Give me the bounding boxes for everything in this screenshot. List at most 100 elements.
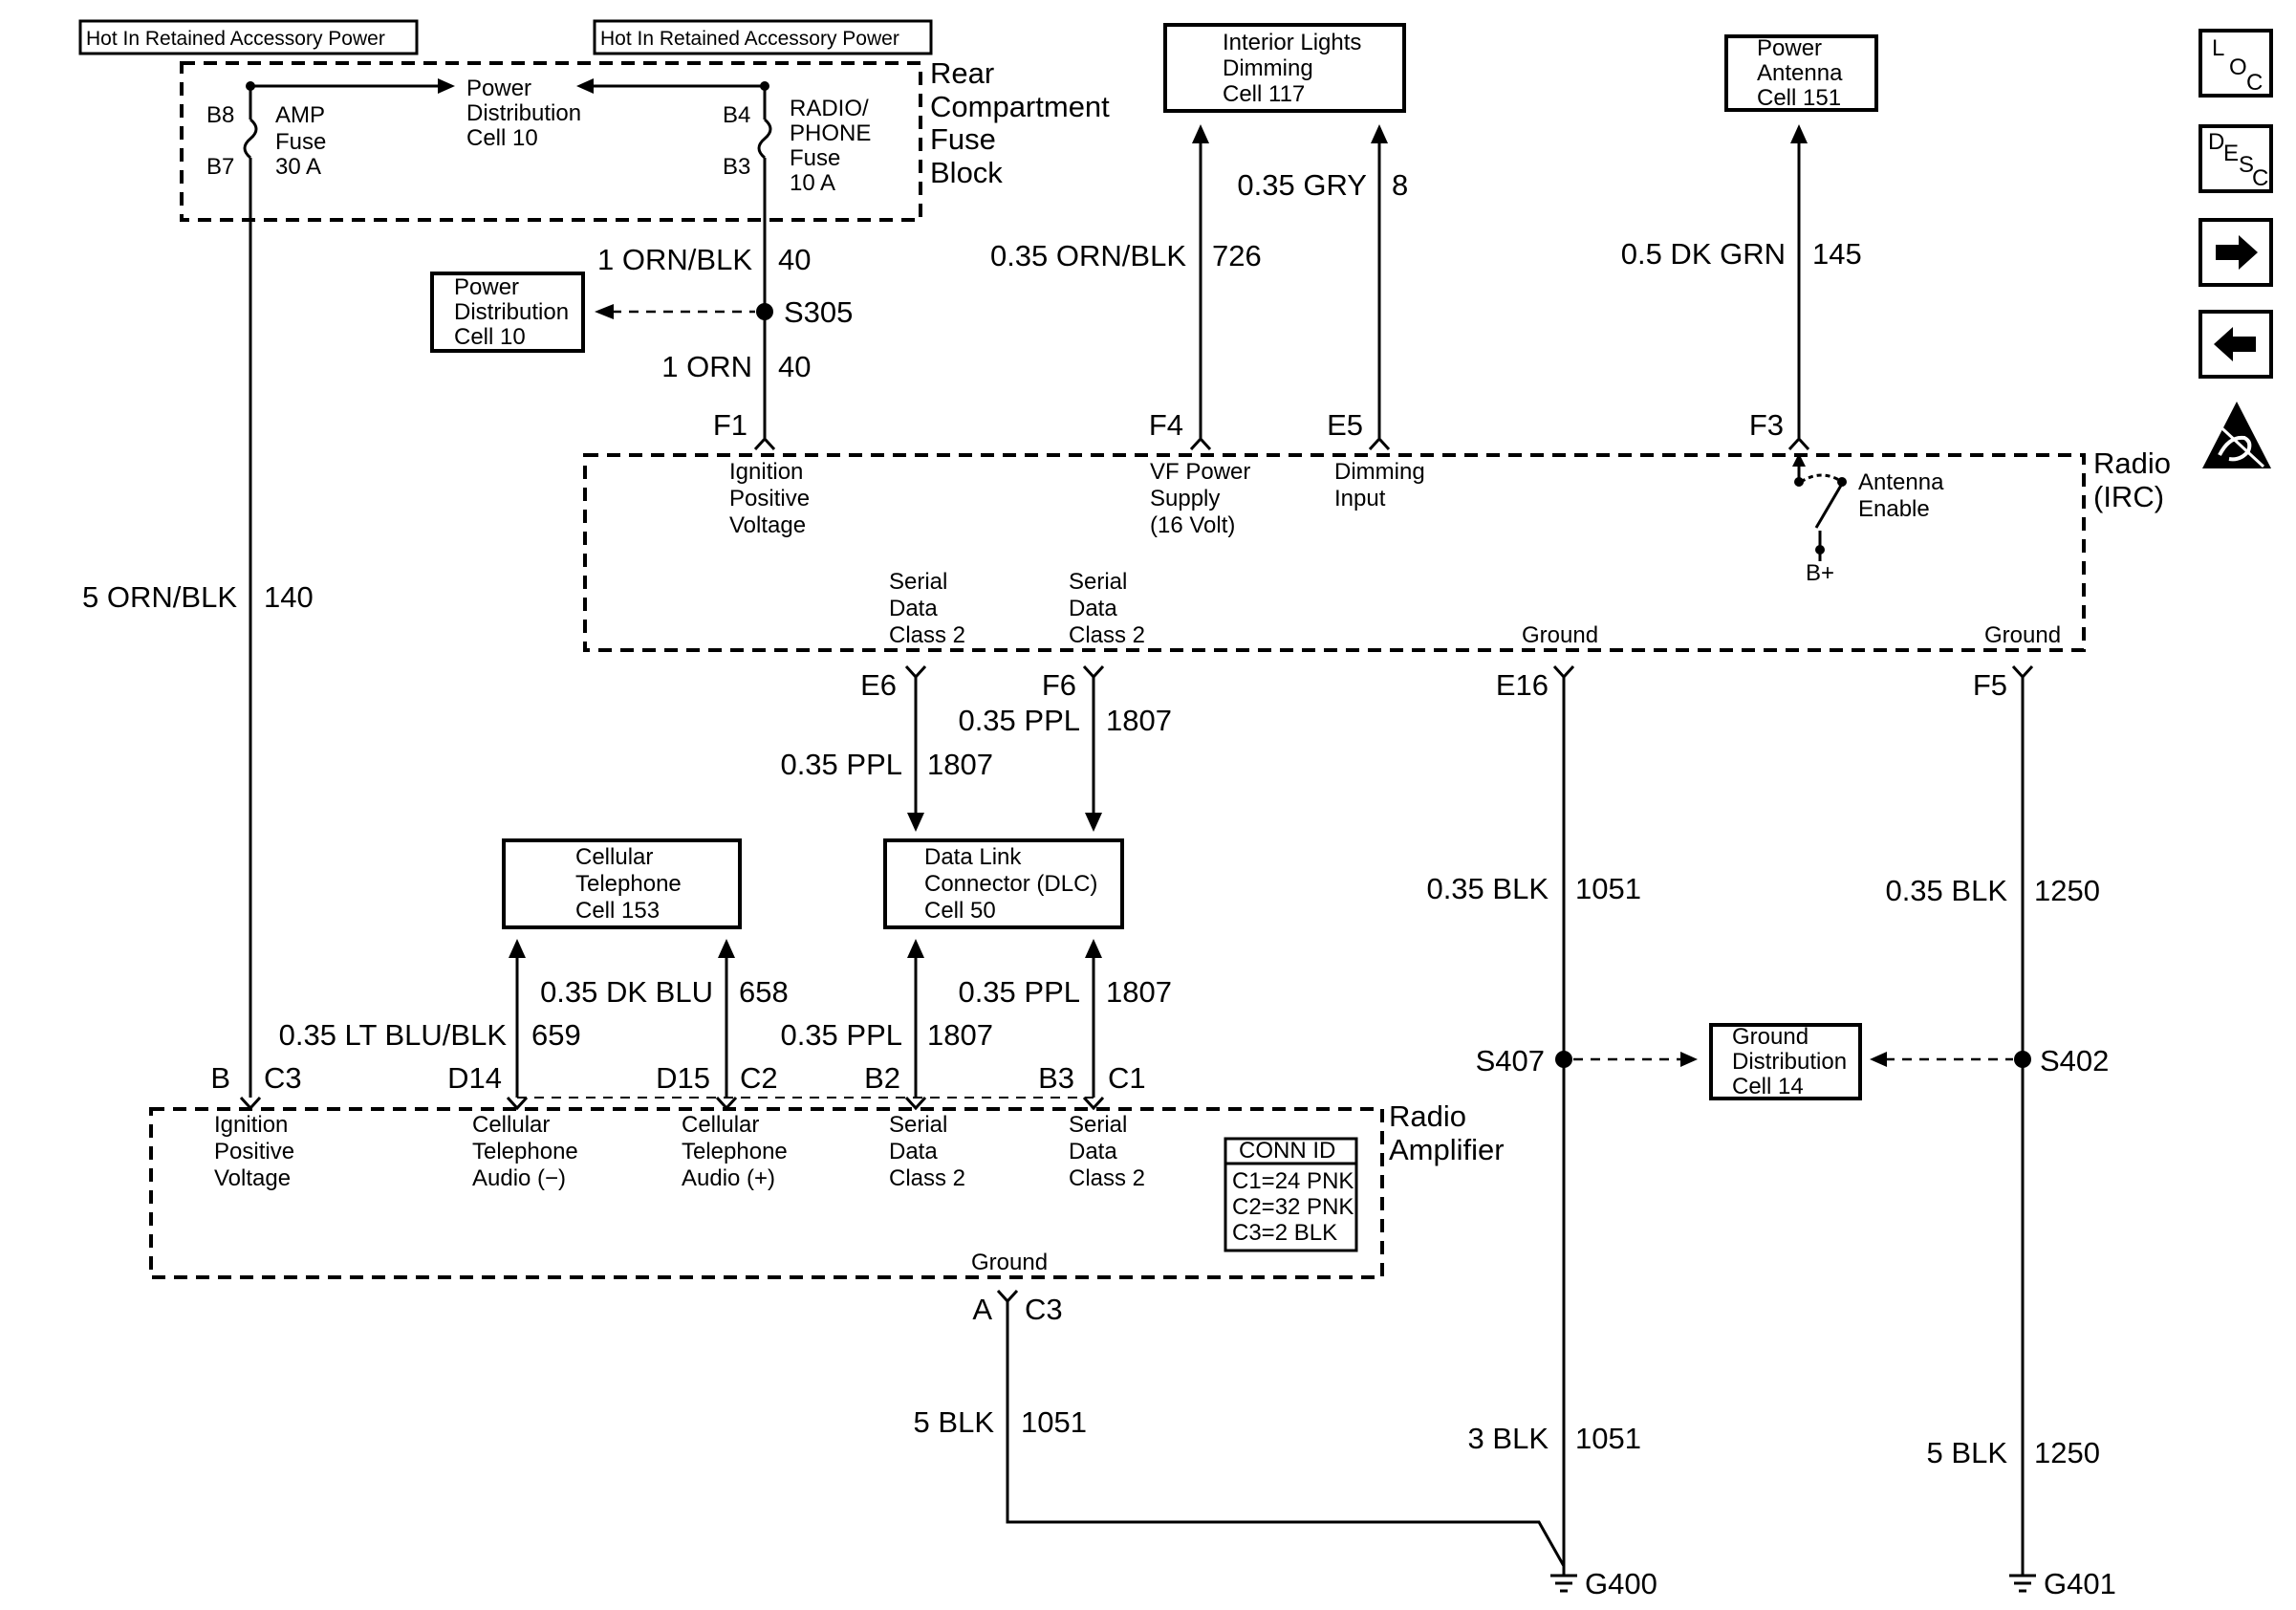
ground-distribution-box: Ground Distribution Cell 14: [1709, 1023, 1862, 1100]
amp-fuse: B8 B7 AMP Fuse 30 A: [206, 86, 326, 1098]
svg-text:Power: Power: [1757, 35, 1822, 61]
svg-text:Serial: Serial: [889, 1112, 947, 1138]
svg-text:726: 726: [1212, 239, 1262, 272]
svg-text:0.35 GRY: 0.35 GRY: [1237, 168, 1367, 202]
circuit-659: 0.35 LT BLU/BLK 659: [279, 939, 581, 1098]
svg-text:Data: Data: [889, 596, 938, 621]
svg-text:AMP: AMP: [275, 102, 325, 128]
next-arrow-icon[interactable]: [2199, 218, 2273, 287]
svg-text:0.35 DK BLU: 0.35 DK BLU: [540, 975, 713, 1009]
svg-text:Ground: Ground: [1984, 622, 2061, 648]
svg-text:Class 2: Class 2: [1069, 622, 1145, 648]
svg-text:1051: 1051: [1575, 1422, 1641, 1455]
fuse-block: Rear Compartment Fuse Block Power Distri…: [180, 56, 1110, 1098]
location-icon[interactable]: L O C: [2199, 29, 2273, 98]
svg-text:0.35 PPL: 0.35 PPL: [958, 975, 1080, 1009]
svg-text:Fuse: Fuse: [275, 129, 326, 155]
ground-g400-icon: G400: [1550, 1567, 1657, 1600]
svg-text:Ground: Ground: [1522, 622, 1598, 648]
svg-text:C2: C2: [740, 1061, 778, 1095]
svg-text:S: S: [2239, 152, 2254, 178]
svg-text:O: O: [2229, 54, 2247, 80]
svg-text:140: 140: [264, 580, 314, 614]
radio-irc: Radio (IRC) F1 F4 E5 F3 Ignition Positiv…: [583, 408, 2171, 702]
svg-text:Positive: Positive: [729, 486, 810, 511]
svg-text:Positive: Positive: [214, 1139, 294, 1164]
svg-text:Radio: Radio: [1389, 1099, 1466, 1133]
circuit-726: 0.35 ORN/BLK 726: [990, 124, 1262, 438]
svg-text:Antenna: Antenna: [1858, 469, 1944, 495]
svg-text:Data Link: Data Link: [924, 844, 1022, 870]
svg-text:Interior Lights: Interior Lights: [1223, 30, 1361, 55]
svg-text:Ground: Ground: [971, 1250, 1048, 1275]
svg-text:B: B: [210, 1061, 230, 1095]
svg-text:C3: C3: [1025, 1293, 1063, 1326]
svg-text:Rear: Rear: [930, 56, 994, 90]
svg-text:C: C: [2252, 165, 2268, 191]
svg-text:1807: 1807: [1106, 975, 1172, 1009]
svg-text:Telephone: Telephone: [472, 1139, 578, 1164]
svg-text:Input: Input: [1334, 486, 1386, 511]
radio-phone-fuse: B4 B3 RADIO/ PHONE Fuse 10 A: [723, 86, 871, 196]
svg-text:S305: S305: [784, 295, 853, 329]
svg-text:Antenna: Antenna: [1757, 60, 1843, 86]
svg-text:Data: Data: [889, 1139, 938, 1164]
svg-text:CONN ID: CONN ID: [1239, 1138, 1335, 1164]
svg-text:Class 2: Class 2: [1069, 1165, 1145, 1191]
svg-text:RADIO/: RADIO/: [790, 96, 869, 121]
svg-text:Telephone: Telephone: [575, 871, 682, 897]
svg-text:Power: Power: [454, 274, 519, 300]
esd-warning-icon[interactable]: [2202, 402, 2271, 468]
svg-text:0.35 PPL: 0.35 PPL: [958, 704, 1080, 737]
svg-text:Cell 14: Cell 14: [1732, 1074, 1804, 1099]
svg-text:D15: D15: [656, 1061, 710, 1095]
conn-id-table: CONN ID C1=24 PNK C2=32 PNK C3=2 BLK: [1224, 1137, 1358, 1252]
circuit-658: 0.35 DK BLU 658: [540, 939, 789, 1098]
svg-text:F6: F6: [1042, 668, 1076, 702]
svg-text:E5: E5: [1327, 408, 1363, 442]
svg-text:C3: C3: [264, 1061, 302, 1095]
svg-text:Amplifier: Amplifier: [1389, 1133, 1505, 1166]
description-icon[interactable]: D E S C: [2199, 124, 2273, 193]
cellular-telephone-box: Cellular Telephone Cell 153: [502, 838, 742, 929]
svg-text:G400: G400: [1585, 1567, 1657, 1600]
antenna-enable-switch: Antenna Enable B+: [1792, 453, 1944, 586]
radio-amplifier: Radio Amplifier B C3 D14 D15 C2 B2 B3 C1…: [149, 1061, 1505, 1326]
svg-text:Cellular: Cellular: [682, 1112, 759, 1138]
svg-text:B7: B7: [206, 154, 234, 180]
svg-text:C1=24 PNK: C1=24 PNK: [1232, 1168, 1354, 1194]
svg-text:B2: B2: [864, 1061, 900, 1095]
splice-s402: S402: [1870, 1044, 2109, 1077]
svg-text:Fuse: Fuse: [790, 145, 840, 171]
svg-text:Ground: Ground: [1732, 1024, 1809, 1050]
circuit-1250-f5: 0.35 BLK 1250 5 BLK 1250: [1885, 677, 2100, 1576]
circuit-1807-e6: 0.35 PPL 1807: [780, 677, 993, 832]
svg-text:0.35 ORN/BLK: 0.35 ORN/BLK: [990, 239, 1186, 272]
splice-s407: S407: [1476, 1044, 1698, 1077]
svg-text:B+: B+: [1806, 560, 1834, 586]
svg-text:F4: F4: [1149, 408, 1183, 442]
svg-text:Compartment: Compartment: [930, 90, 1110, 123]
hot-in-label-left: Hot In Retained Accessory Power: [78, 19, 419, 55]
svg-text:F5: F5: [1973, 668, 2007, 702]
svg-text:Distribution: Distribution: [1732, 1049, 1847, 1075]
svg-text:D14: D14: [447, 1061, 502, 1095]
svg-text:145: 145: [1812, 237, 1862, 271]
svg-text:0.5 DK GRN: 0.5 DK GRN: [1621, 237, 1786, 271]
circuit-1051-e16: 0.35 BLK 1051 3 BLK 1051: [1426, 677, 1641, 1576]
svg-text:VF Power: VF Power: [1150, 459, 1250, 485]
svg-text:B8: B8: [206, 102, 234, 128]
circuit-1807-b3: 0.35 PPL 1807: [958, 939, 1172, 1098]
svg-text:0.35 BLK: 0.35 BLK: [1885, 874, 2007, 907]
previous-arrow-icon[interactable]: [2199, 310, 2273, 379]
svg-text:B3: B3: [723, 154, 750, 180]
svg-text:Cell 153: Cell 153: [575, 898, 660, 924]
svg-text:Voltage: Voltage: [729, 512, 806, 538]
ground-g401-icon: G401: [2009, 1567, 2116, 1600]
svg-text:C2=32 PNK: C2=32 PNK: [1232, 1194, 1354, 1220]
svg-text:Cell 50: Cell 50: [924, 898, 996, 924]
svg-text:Fuse: Fuse: [930, 122, 996, 156]
svg-text:PHONE: PHONE: [790, 120, 871, 146]
hot-in-label-right: Hot In Retained Accessory Power: [593, 19, 933, 55]
